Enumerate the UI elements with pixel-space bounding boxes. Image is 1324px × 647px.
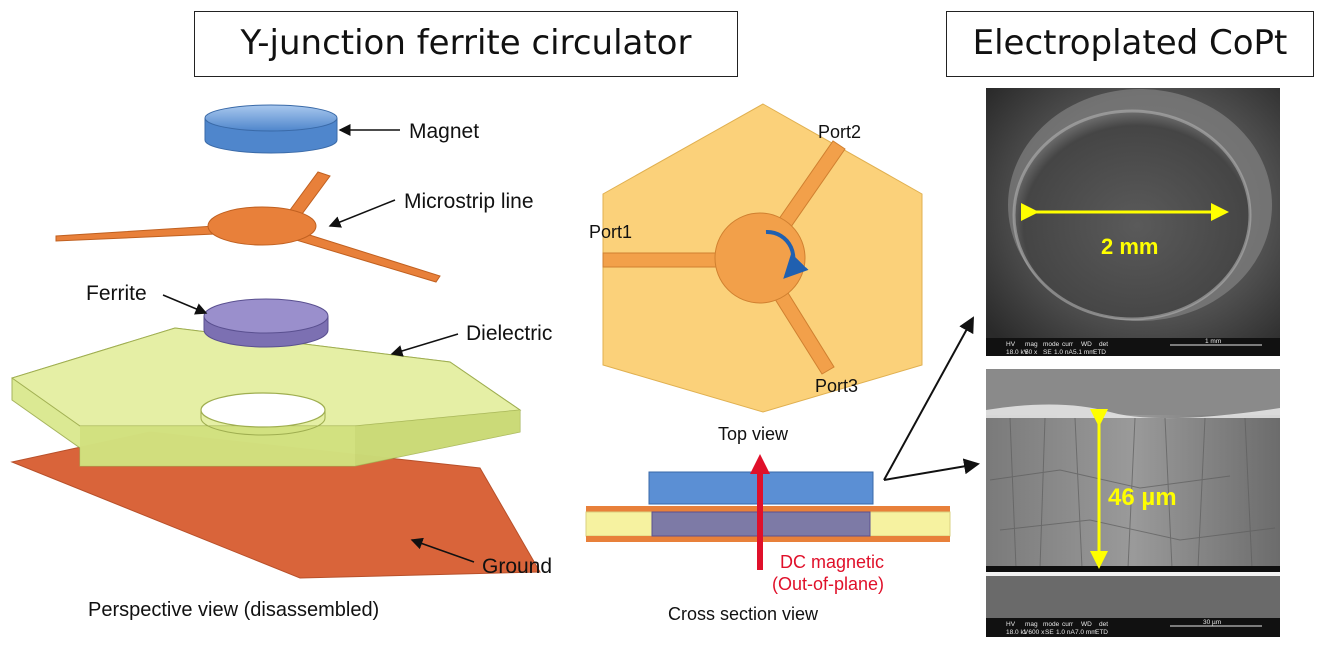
ferrite-leader [162,294,208,315]
out-of-plane-label: (Out-of-plane) [772,574,884,594]
magnet-label: Magnet [409,120,479,143]
sem-bottom-scale-label: 30 µm [1203,619,1221,626]
sem-top-hv: 18.0 kV [1006,349,1029,356]
pointer-to-bottom-sem [883,458,980,481]
sem-top-databar [986,338,1280,356]
top-view: Port2 Port1 Port3 Top view [589,103,923,444]
port1-label: Port1 [589,222,632,242]
magnet-cylinder [204,104,338,154]
dielectric-slab [10,327,522,467]
sem-bottom-hdr-mode: mode [1043,621,1060,628]
dielectric-label: Dielectric [466,322,552,345]
sem-top-hdr-curr: curr [1062,341,1074,348]
microstrip-leader [328,199,396,228]
cross-section-ground [586,536,950,542]
cross-section-microstrip [586,506,950,512]
perspective-view: Magnet Microstrip line Ferrite Dielectri… [10,104,552,621]
sem-top-hdr-mag: mag [1025,341,1038,348]
sem-bottom-wd: 7.0 mm [1075,629,1097,636]
microstrip-label: Microstrip line [404,190,534,213]
sem-top-hdr-det: det [1099,341,1108,348]
sem-top-mag: 50 x [1025,349,1038,356]
sem-bottom-measurement: 46 µm [1108,484,1177,511]
sem-bottom-hdr-mag: mag [1025,621,1038,628]
port2-label: Port2 [818,122,861,142]
sem-top-image: 2 mm HV mag mode curr WD det 18.0 kV 50 … [986,88,1280,356]
sem-bottom-det: ETD [1095,629,1108,636]
cross-section-view: DC magnetic (Out-of-plane) Cross section… [585,316,980,624]
sem-bottom-mag: 1 600 x [1023,629,1045,636]
ground-label: Ground [482,555,552,578]
sem-bottom-hdr-wd: WD [1081,621,1092,628]
sem-bottom-databar [986,618,1280,637]
cross-section-caption: Cross section view [668,604,819,624]
sem-top-hdr-wd: WD [1081,341,1092,348]
dc-magnetic-label: DC magnetic [780,552,884,572]
perspective-caption: Perspective view (disassembled) [88,599,379,621]
sem-top-mode: SE [1043,349,1052,356]
sem-top-curr: 1.0 nA [1054,349,1073,356]
microstrip-line [55,171,441,283]
top-view-caption: Top view [718,424,789,444]
sem-bottom-mode: SE [1045,629,1054,636]
sem-bottom-hdr-hv: HV [1006,621,1016,628]
sem-top-scale-label: 1 mm [1205,338,1221,345]
sem-bottom-image: 46 µm HV mag mode curr WD det 18.0 kV 1 … [986,369,1280,637]
sem-top-hdr-mode: mode [1043,341,1060,348]
sem-top-measurement: 2 mm [1101,234,1158,259]
sem-bottom-hdr-curr: curr [1062,621,1074,628]
port3-label: Port3 [815,376,858,396]
title-circulator: Y-junction ferrite circulator [194,11,738,77]
circulation-arrow [765,229,809,279]
sem-bottom-curr: 1.0 nA [1056,629,1075,636]
pointer-to-top-sem [883,316,974,481]
sem-top-wd: 5.1 mm [1073,349,1095,356]
ground-leader [410,537,475,563]
dielectric-leader [390,333,459,357]
title-copt: Electroplated CoPt [946,11,1314,77]
sem-bottom-hv: 18.0 kV [1006,629,1029,636]
top-view-junction [602,140,846,375]
sem-top-hdr-hv: HV [1006,341,1016,348]
ferrite-disk [203,298,329,348]
sem-bottom-hdr-det: det [1099,621,1108,628]
ferrite-label: Ferrite [86,282,147,305]
sem-top-det: ETD [1093,349,1106,356]
